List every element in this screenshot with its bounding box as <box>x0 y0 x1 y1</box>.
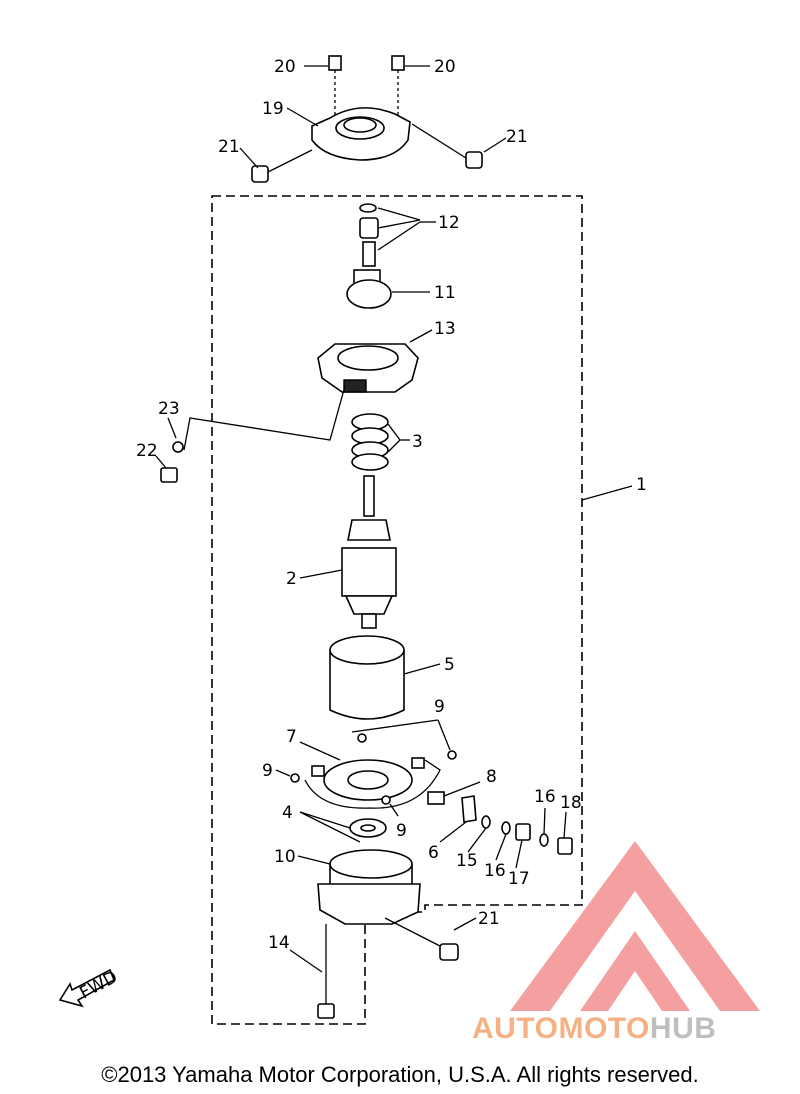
label-15: 15 <box>456 851 478 871</box>
thrust-washers <box>351 413 389 471</box>
label-1: 1 <box>636 475 647 495</box>
label-20-left: 20 <box>274 57 296 77</box>
label-23: 23 <box>158 399 180 419</box>
label-16-top: 16 <box>534 787 556 807</box>
screws-9 <box>290 733 457 805</box>
upper-bracket <box>317 343 419 393</box>
pinion <box>346 269 392 309</box>
label-10: 10 <box>274 847 296 867</box>
label-9-top: 9 <box>434 697 445 717</box>
label-5: 5 <box>444 655 455 675</box>
label-9-left: 9 <box>262 761 273 781</box>
label-14: 14 <box>268 933 290 953</box>
automotohub-wordmark: AUTOMOTOHUB <box>472 1012 716 1046</box>
label-8: 8 <box>486 767 497 787</box>
fwd-label: FWD <box>76 967 120 1003</box>
bolt-21-bottom <box>384 917 459 961</box>
label-3: 3 <box>412 432 423 452</box>
bolt-22 <box>160 467 178 483</box>
label-19: 19 <box>262 99 284 119</box>
terminal-bolt <box>427 791 445 805</box>
label-21-bottom: 21 <box>478 909 500 929</box>
label-12: 12 <box>438 213 460 233</box>
label-4: 4 <box>282 803 293 823</box>
label-21-right: 21 <box>506 127 528 147</box>
wordmark-part1: AUTOMOTO <box>472 1012 650 1045</box>
fwd-arrow-icon: FWD <box>58 967 121 1008</box>
washer-4 <box>349 818 387 838</box>
label-20-right: 20 <box>434 57 456 77</box>
label-18: 18 <box>560 793 582 813</box>
label-17: 17 <box>508 869 530 889</box>
bolt-21-right <box>411 123 483 169</box>
yoke <box>329 635 405 720</box>
brush-holder <box>311 757 425 801</box>
bolt-21-left <box>251 149 313 183</box>
upper-cover <box>311 107 411 161</box>
label-6: 6 <box>428 843 439 863</box>
wordmark-part2: HUB <box>649 1012 717 1045</box>
armature <box>341 475 397 629</box>
label-13: 13 <box>434 319 456 339</box>
assembly-boundary <box>211 195 583 1025</box>
label-2: 2 <box>286 569 297 589</box>
through-bolt-14 <box>317 924 335 1019</box>
label-16-bottom: 16 <box>484 861 506 881</box>
label-7: 7 <box>286 727 297 747</box>
terminal-hardware <box>461 795 573 855</box>
label-11: 11 <box>434 283 456 303</box>
lower-bracket <box>317 849 421 925</box>
washer-23 <box>172 441 184 453</box>
label-22: 22 <box>136 441 158 461</box>
stopper-and-spring <box>359 203 379 267</box>
label-9-bottom: 9 <box>396 821 407 841</box>
label-21-left: 21 <box>218 137 240 157</box>
copyright-notice: ©2013 Yamaha Motor Corporation, U.S.A. A… <box>101 1062 699 1087</box>
automotohub-logo <box>510 841 760 1011</box>
